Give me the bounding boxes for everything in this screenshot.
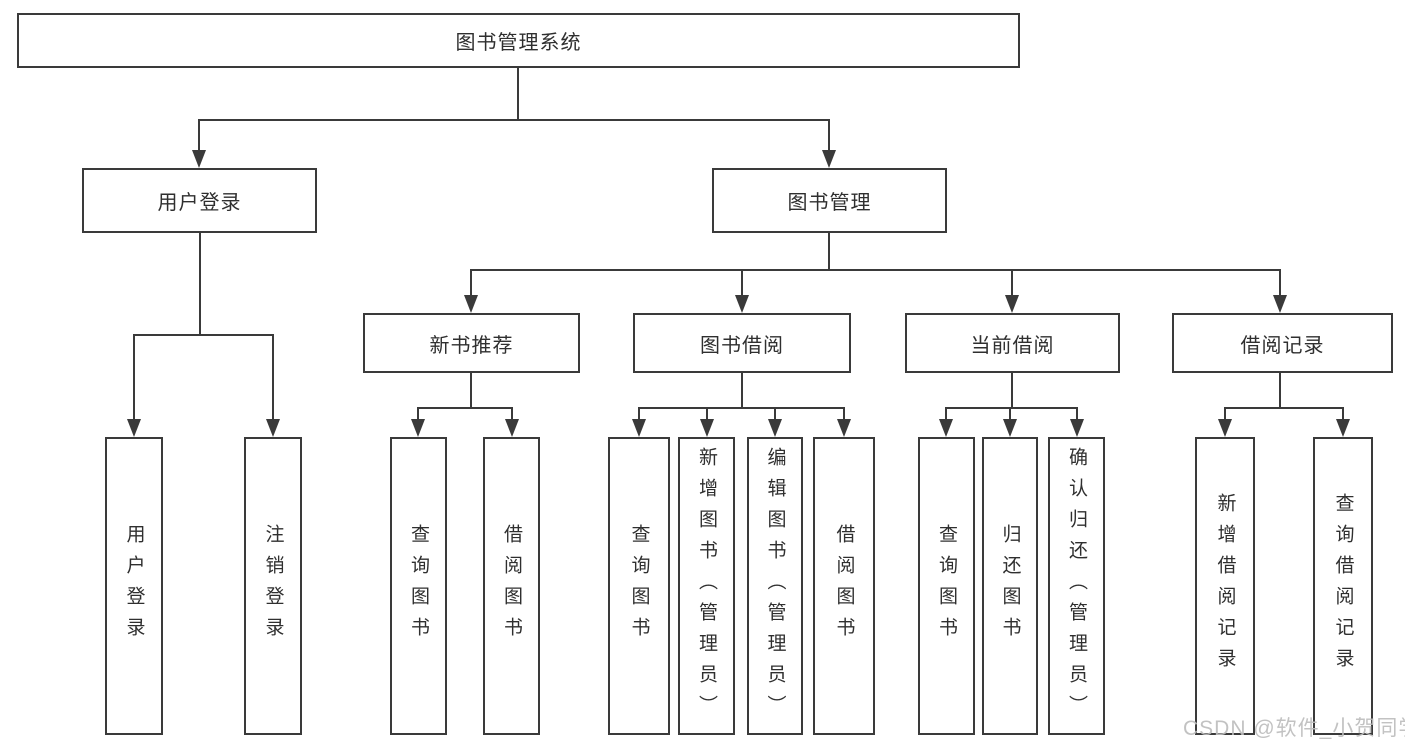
arrowhead-icon (1273, 295, 1287, 313)
node-current-borrowing-label: 当前借阅 (970, 334, 1055, 357)
connector-arrow-line (1009, 408, 1011, 421)
connector-hline (945, 407, 1078, 409)
connector-vline (741, 373, 743, 409)
node-book-borrowing: 图书借阅 (633, 313, 851, 373)
leaf-current-query-books-label: 查询图书 (936, 524, 957, 648)
connector-vline (517, 68, 519, 121)
leaf-user-login-label: 用户登录 (123, 524, 145, 648)
arrowhead-icon (266, 419, 280, 437)
leaf-borrowing-add-books: 新增图书（管理员） (678, 437, 735, 735)
leaf-current-return-books: 归还图书 (982, 437, 1038, 735)
leaf-current-return-books-label: 归还图书 (999, 524, 1021, 648)
connector-vline (199, 233, 201, 336)
leaf-recommend-borrow-books: 借阅图书 (483, 437, 540, 735)
leaf-recommend-query-books: 查询图书 (390, 437, 447, 735)
node-book-borrowing-label: 图书借阅 (700, 334, 784, 357)
connector-hline (198, 119, 830, 121)
arrowhead-icon (822, 150, 836, 168)
arrowhead-icon (464, 295, 478, 313)
connector-arrow-line (1076, 408, 1078, 421)
connector-vline (470, 373, 472, 409)
leaf-current-confirm-return-label: 确认归还（管理员） (1066, 446, 1087, 726)
leaf-borrowing-borrow-books: 借阅图书 (813, 437, 875, 735)
connector-arrow-line (774, 408, 776, 421)
node-root: 图书管理系统 (17, 13, 1020, 68)
leaf-logout-label: 注销登录 (262, 524, 284, 648)
connector-arrow-line (1279, 270, 1281, 297)
connector-hline (638, 407, 845, 409)
connector-arrow-line (706, 408, 708, 421)
leaf-current-confirm-return: 确认归还（管理员） (1048, 437, 1105, 735)
connector-arrow-line (417, 408, 419, 421)
leaf-recommend-borrow-books-label: 借阅图书 (501, 524, 522, 648)
node-borrowing-records: 借阅记录 (1172, 313, 1393, 373)
connector-arrow-line (198, 120, 200, 152)
connector-arrow-line (511, 408, 513, 421)
csdn-watermark: CSDN @软件_小贺同学 (1183, 717, 1405, 740)
leaf-current-query-books: 查询图书 (918, 437, 975, 735)
connector-arrow-line (1011, 270, 1013, 297)
leaf-records-query-record-label: 查询借阅记录 (1332, 493, 1354, 679)
node-new-book-recommendation: 新书推荐 (363, 313, 580, 373)
leaf-records-add-record: 新增借阅记录 (1195, 437, 1255, 735)
node-new-book-recommendation-label: 新书推荐 (429, 334, 514, 357)
connector-arrow-line (272, 335, 274, 421)
connector-arrow-line (843, 408, 845, 421)
node-book-management-label: 图书管理 (787, 192, 872, 214)
arrowhead-icon (768, 419, 782, 437)
connector-arrow-line (1224, 408, 1226, 421)
arrowhead-icon (1336, 419, 1350, 437)
connector-arrow-line (638, 408, 640, 421)
node-current-borrowing: 当前借阅 (905, 313, 1120, 373)
connector-arrow-line (945, 408, 947, 421)
leaf-records-query-record: 查询借阅记录 (1313, 437, 1373, 735)
connector-arrow-line (470, 270, 472, 297)
connector-arrow-line (741, 270, 743, 297)
node-book-management: 图书管理 (712, 168, 947, 233)
leaf-recommend-query-books-label: 查询图书 (408, 524, 429, 648)
connector-arrow-line (133, 335, 135, 421)
connector-vline (828, 233, 830, 271)
leaf-borrowing-query-books: 查询图书 (608, 437, 670, 735)
leaf-borrowing-query-books-label: 查询图书 (628, 524, 650, 648)
arrowhead-icon (1005, 295, 1019, 313)
leaf-borrowing-add-books-label: 新增图书（管理员） (696, 446, 717, 726)
arrowhead-icon (505, 419, 519, 437)
leaf-records-add-record-label: 新增借阅记录 (1214, 493, 1236, 679)
connector-vline (1011, 373, 1013, 409)
node-root-label: 图书管理系统 (455, 32, 582, 54)
leaf-borrowing-borrow-books-label: 借阅图书 (833, 524, 855, 648)
connector-hline (1224, 407, 1344, 409)
connector-hline (133, 334, 274, 336)
arrowhead-icon (735, 295, 749, 313)
node-user-login-label: 用户登录 (157, 192, 242, 214)
connector-vline (1279, 373, 1281, 409)
arrowhead-icon (939, 419, 953, 437)
arrowhead-icon (1070, 419, 1084, 437)
arrowhead-icon (1218, 419, 1232, 437)
leaf-borrowing-edit-books: 编辑图书（管理员） (747, 437, 803, 735)
connector-hline (470, 269, 1281, 271)
arrowhead-icon (632, 419, 646, 437)
leaf-borrowing-edit-books-label: 编辑图书（管理员） (764, 446, 786, 726)
arrowhead-icon (1003, 419, 1017, 437)
connector-arrow-line (828, 120, 830, 152)
arrowhead-icon (700, 419, 714, 437)
arrowhead-icon (192, 150, 206, 168)
arrowhead-icon (127, 419, 141, 437)
connector-hline (417, 407, 513, 409)
leaf-logout: 注销登录 (244, 437, 302, 735)
arrowhead-icon (411, 419, 425, 437)
connector-arrow-line (1342, 408, 1344, 421)
arrowhead-icon (837, 419, 851, 437)
node-borrowing-records-label: 借阅记录 (1240, 334, 1325, 357)
leaf-user-login: 用户登录 (105, 437, 163, 735)
node-user-login: 用户登录 (82, 168, 317, 233)
